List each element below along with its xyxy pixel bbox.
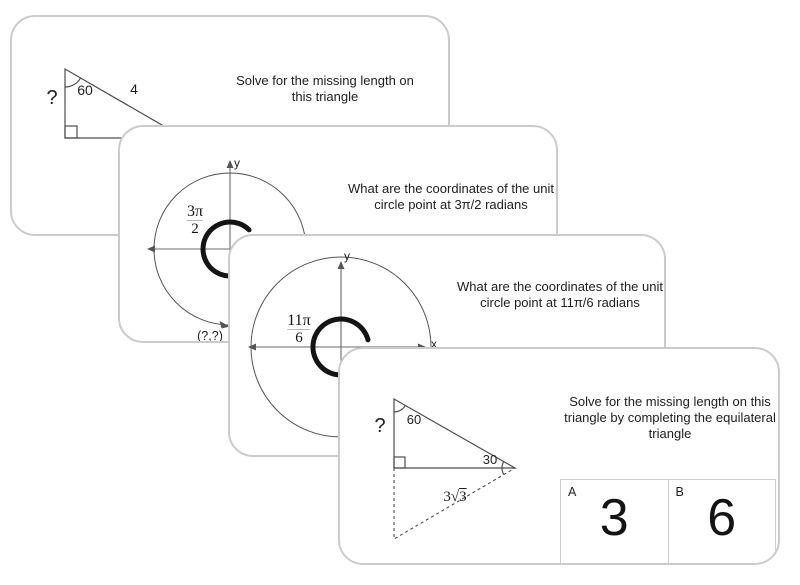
fraction-numerator: 3π — [186, 203, 204, 220]
completion-dashed-lines — [393, 467, 516, 540]
fraction-denominator: 6 — [295, 330, 303, 346]
answer-label: B — [675, 485, 684, 499]
top-angle-arc — [64, 77, 82, 88]
answer-value: 6 — [707, 489, 737, 547]
question-line: What are the coordinates of the unit — [348, 181, 554, 196]
top-angle-arc — [393, 405, 406, 413]
question-line: circle point at 11π/6 radians — [480, 295, 640, 310]
question-line: Solve for the missing length on — [236, 73, 414, 88]
right-angle-arc — [501, 461, 505, 475]
unknown-side-label: ? — [374, 415, 386, 437]
point-arrow — [219, 321, 230, 329]
hypotenuse-label: 4 — [130, 81, 138, 97]
flashcard-4[interactable]: ? 60 30 3√3 Solve for the missing length… — [338, 347, 780, 565]
question-line: Solve for the missing length on this — [569, 394, 771, 409]
answer-cell-a[interactable]: A 3 — [561, 480, 668, 563]
question-line: What are the coordinates of the unit — [457, 279, 663, 294]
altitude-coefficient: 3√ — [443, 489, 460, 505]
top-angle-label: 60 — [77, 82, 93, 98]
x-axis-left-arrow — [147, 245, 155, 253]
y-axis-label: y — [344, 249, 350, 263]
altitude-radicand: 3 — [459, 489, 467, 505]
triangle-completion-diagram — [393, 397, 518, 540]
unknown-side-label: ? — [46, 87, 58, 109]
answer-cell-b[interactable]: B 6 — [667, 480, 775, 563]
triangle-outline — [393, 397, 518, 469]
question-line: triangle by completing the equilateral — [564, 410, 776, 425]
fraction-denominator: 2 — [191, 221, 199, 237]
answer-value: 3 — [599, 489, 629, 547]
y-axis-arrow — [226, 160, 234, 168]
x-axis-left-arrow — [248, 343, 256, 351]
right-angle-marker — [64, 125, 78, 139]
right-angle-marker — [393, 456, 406, 469]
angle-fraction: 11π 6 — [287, 312, 311, 346]
fraction-numerator: 11π — [287, 312, 311, 329]
angle-fraction: 3π 2 — [186, 203, 204, 237]
answer-label: A — [568, 485, 577, 499]
y-axis-arrow — [337, 261, 345, 269]
fraction-bar — [287, 329, 311, 330]
question-line: this triangle — [291, 89, 359, 104]
question-line: triangle — [648, 426, 692, 441]
answer-row: A 3 B 6 — [560, 479, 776, 563]
question-line: circle point at 3π/2 radians — [374, 197, 528, 212]
x-axis-label: x — [431, 337, 437, 351]
altitude-length-label: 3√3 — [443, 489, 466, 506]
unknown-point-label: (?,?) — [197, 329, 223, 343]
right-angle-label: 30 — [482, 452, 498, 467]
fraction-bar — [186, 220, 204, 221]
y-axis-label: y — [234, 156, 240, 170]
top-angle-label: 60 — [406, 412, 422, 427]
angle-arc-3pi2 — [200, 219, 252, 279]
